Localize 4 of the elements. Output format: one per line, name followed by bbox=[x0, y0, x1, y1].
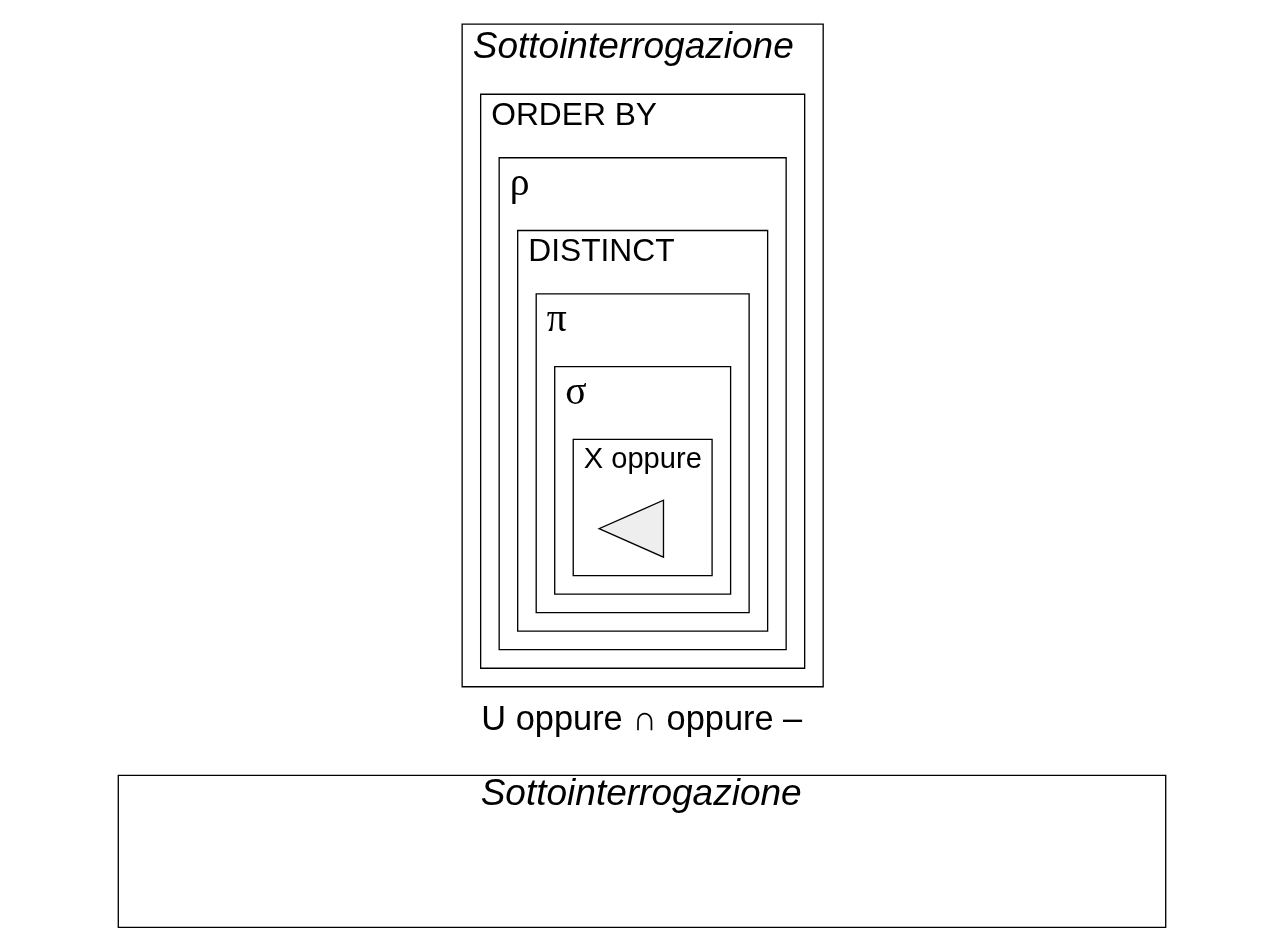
node-box: Sottointerrogazione bbox=[117, 774, 1166, 929]
label: U oppure ∩ oppure – bbox=[480, 699, 802, 738]
cluster: X oppure bbox=[572, 438, 713, 577]
node-bowtie bbox=[596, 499, 664, 559]
